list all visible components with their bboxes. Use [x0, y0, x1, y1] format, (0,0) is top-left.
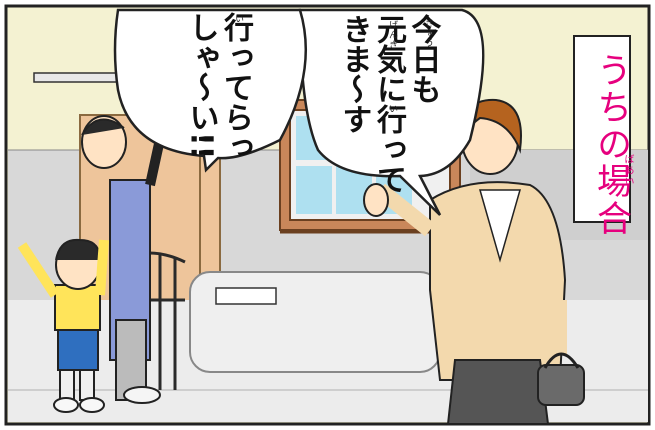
- child-figure: [17, 238, 109, 413]
- speech-text-left: 行ってらっ しゃ～い!!: [183, 12, 254, 162]
- mother-figure: [363, 98, 585, 425]
- name-plate: [215, 287, 277, 305]
- gate-wall: [189, 271, 441, 373]
- handbag: [537, 364, 585, 406]
- ruby-i-left: い: [233, 14, 243, 24]
- ruby-kyou: きょう: [423, 18, 433, 48]
- speech-text-right: 今日も 元気に行って きま～す: [336, 14, 441, 194]
- panel-title: うちの場合: [591, 52, 631, 237]
- ruby-genki: げんき: [387, 20, 397, 50]
- panel-title-ruby: ばあい: [622, 154, 633, 187]
- title-box: [573, 35, 631, 223]
- speech-bubble-left: [113, 8, 308, 173]
- speech-bubble-right: [298, 8, 485, 216]
- ruby-i-right: い: [387, 104, 397, 114]
